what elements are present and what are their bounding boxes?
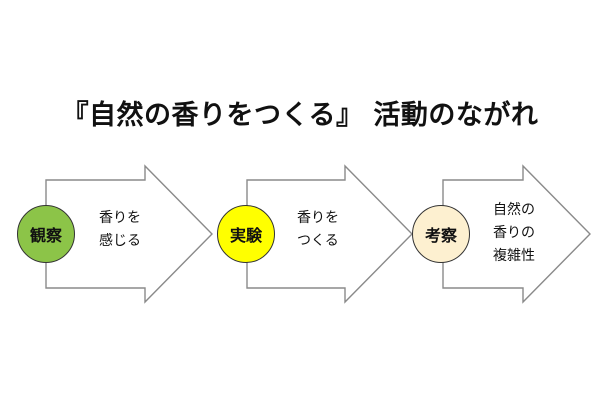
step-3-description: 自然の 香りの 複雑性 — [493, 199, 535, 268]
step-1-label: 観察 — [29, 226, 62, 245]
step-3-line-2: 香りの — [493, 225, 535, 241]
step-1-line-1: 香りを — [99, 210, 141, 226]
step-3-line-3: 複雑性 — [493, 248, 535, 264]
step-2-line-2: つくる — [297, 233, 339, 249]
step-3-circle: 考察 — [412, 205, 470, 263]
step-1-circle: 観察 — [17, 205, 75, 263]
diagram-title: 『自然の香りをつくる』 活動のながれ — [61, 100, 539, 131]
step-2-circle: 実験 — [217, 205, 275, 263]
step-2-line-1: 香りを — [297, 210, 339, 226]
step-2-label: 実験 — [229, 226, 262, 245]
step-3-line-1: 自然の — [493, 202, 535, 218]
step-1-line-2: 感じる — [99, 233, 141, 249]
step-3-label: 考察 — [424, 226, 457, 245]
step-2-description: 香りを つくる — [297, 207, 339, 253]
step-1-description: 香りを 感じる — [99, 207, 141, 253]
